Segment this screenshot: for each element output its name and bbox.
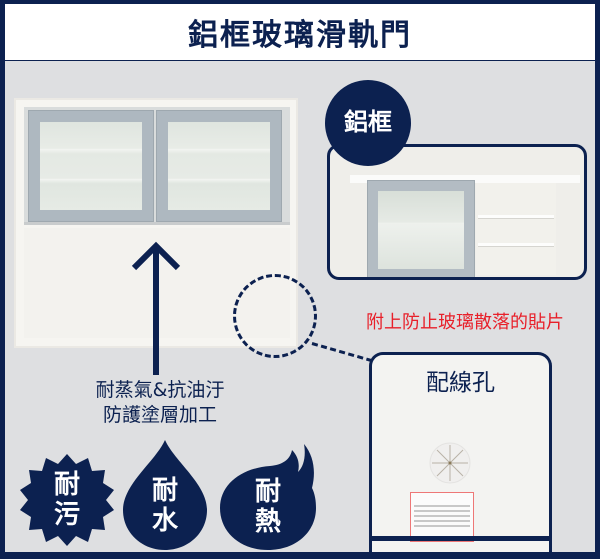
water-drop-icon [123, 440, 207, 550]
wiring-hole-callout: 配線孔 [369, 352, 552, 552]
anti-shatter-note: 附上防止玻璃散落的貼片 [366, 312, 564, 333]
heat-resistant-badge: 耐 熱 [220, 436, 316, 550]
cabinet-shelves [476, 183, 556, 275]
aluminum-label: 鋁框 [344, 107, 392, 136]
warning-label-sticker [410, 492, 474, 542]
arrow-head-icon [131, 241, 181, 271]
coating-line-1: 耐蒸氣&抗油汙 [95, 379, 225, 401]
sticker-line [414, 525, 470, 527]
badge-text-2: 污 [53, 500, 80, 530]
badge-text-2: 熱 [254, 507, 281, 537]
shelf [478, 215, 554, 219]
coating-description: 耐蒸氣&抗油汙 防護塗層加工 [60, 378, 260, 428]
badge-text-1: 耐 [151, 476, 178, 506]
badge-text-2: 水 [151, 506, 178, 536]
page-title: 鋁框玻璃滑軌門 [188, 18, 412, 53]
sticker-line [414, 510, 470, 512]
arrow-up-icon [153, 245, 159, 375]
sticker-line [414, 505, 470, 507]
flame-icon [220, 444, 316, 550]
cabinet-upper-section [24, 107, 290, 225]
frosted-glass [168, 122, 270, 210]
aluminum-sliding-door [367, 180, 475, 277]
cabinet-photo [14, 98, 298, 348]
badge-text-1: 耐 [254, 477, 281, 507]
frosted-glass [40, 122, 142, 210]
starburst-icon [20, 454, 114, 546]
callout-bottom-edge [369, 536, 552, 541]
sticker-line [414, 520, 470, 522]
shelf [478, 243, 554, 247]
cabinet-top-board [350, 175, 580, 183]
stain-resistant-badge: 耐 污 [20, 452, 114, 548]
aluminum-label-circle: 鋁框 [325, 80, 411, 166]
frosted-glass [378, 191, 464, 269]
coating-line-2: 防護塗層加工 [102, 404, 217, 426]
aluminum-frame-callout [327, 144, 587, 280]
badge-text-1: 耐 [53, 470, 80, 500]
sticker-heading [414, 496, 470, 502]
title-bar: 鋁框玻璃滑軌門 [5, 4, 595, 60]
sliding-door-left [28, 110, 154, 222]
sticker-line [414, 515, 470, 517]
wiring-hole-label: 配線孔 [426, 370, 495, 396]
wiring-hole-highlight-circle [233, 274, 317, 358]
water-resistant-badge: 耐 水 [123, 440, 207, 550]
sliding-door-right [156, 110, 282, 222]
wiring-grommet-icon [429, 442, 471, 484]
